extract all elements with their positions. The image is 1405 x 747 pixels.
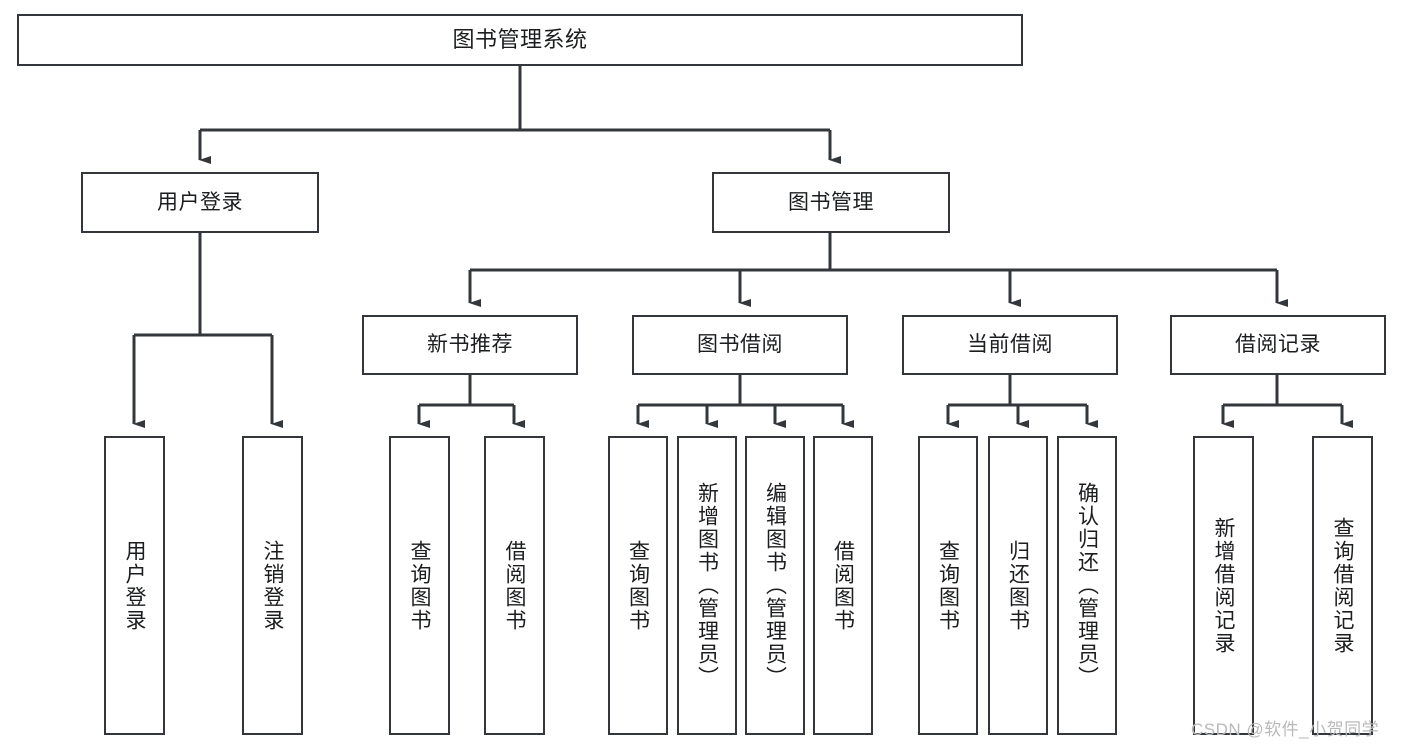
node-leaf-book-borrow-add[interactable]: 新增图书（管理员） bbox=[677, 436, 737, 735]
node-leaf-book-borrow-add-label: 新增图书（管理员） bbox=[695, 482, 719, 689]
node-leaf-borrow-record-add-label: 新增借阅记录 bbox=[1212, 516, 1235, 655]
node-leaf-current-borrow-return[interactable]: 归还图书 bbox=[988, 436, 1048, 735]
node-leaf-borrow-record-query[interactable]: 查询借阅记录 bbox=[1312, 436, 1373, 735]
node-leaf-book-borrow-query[interactable]: 查询图书 bbox=[608, 436, 668, 735]
node-leaf-current-borrow-return-label: 归还图书 bbox=[1006, 539, 1030, 632]
node-leaf-user-login-signout-label: 注销登录 bbox=[261, 539, 284, 632]
node-leaf-user-login-signout[interactable]: 注销登录 bbox=[242, 436, 303, 735]
node-borrow-record[interactable]: 借阅记录 bbox=[1170, 315, 1386, 375]
node-book-manage[interactable]: 图书管理 bbox=[712, 172, 950, 233]
node-book-borrow-label: 图书借阅 bbox=[697, 333, 783, 357]
node-leaf-new-book-query[interactable]: 查询图书 bbox=[389, 436, 450, 735]
node-leaf-book-borrow-lend-label: 借阅图书 bbox=[831, 539, 855, 632]
node-leaf-book-borrow-query-label: 查询图书 bbox=[626, 539, 650, 632]
node-leaf-book-borrow-edit[interactable]: 编辑图书（管理员） bbox=[745, 436, 805, 735]
node-leaf-book-borrow-edit-label: 编辑图书（管理员） bbox=[763, 482, 787, 689]
node-leaf-current-borrow-query-label: 查询图书 bbox=[936, 539, 960, 632]
node-leaf-borrow-record-add[interactable]: 新增借阅记录 bbox=[1193, 436, 1254, 735]
node-user-login-label: 用户登录 bbox=[157, 190, 243, 214]
node-leaf-current-borrow-query[interactable]: 查询图书 bbox=[918, 436, 978, 735]
node-new-book-recommend-label: 新书推荐 bbox=[427, 333, 513, 357]
node-leaf-borrow-record-query-label: 查询借阅记录 bbox=[1331, 516, 1354, 655]
node-leaf-new-book-borrow[interactable]: 借阅图书 bbox=[484, 436, 545, 735]
node-leaf-new-book-query-label: 查询图书 bbox=[408, 539, 431, 632]
node-leaf-book-borrow-lend[interactable]: 借阅图书 bbox=[813, 436, 873, 735]
node-leaf-current-borrow-confirm[interactable]: 确认归还（管理员） bbox=[1057, 436, 1117, 735]
node-book-manage-label: 图书管理 bbox=[788, 190, 874, 214]
node-current-borrow[interactable]: 当前借阅 bbox=[902, 315, 1118, 375]
node-book-borrow[interactable]: 图书借阅 bbox=[632, 315, 848, 375]
node-user-login[interactable]: 用户登录 bbox=[81, 172, 319, 233]
node-current-borrow-label: 当前借阅 bbox=[967, 333, 1053, 357]
node-root-system[interactable]: 图书管理系统 bbox=[17, 14, 1023, 66]
node-borrow-record-label: 借阅记录 bbox=[1235, 333, 1321, 357]
node-new-book-recommend[interactable]: 新书推荐 bbox=[362, 315, 578, 375]
node-leaf-user-login-signin-label: 用户登录 bbox=[123, 539, 146, 632]
node-leaf-new-book-borrow-label: 借阅图书 bbox=[503, 539, 526, 632]
node-leaf-current-borrow-confirm-label: 确认归还（管理员） bbox=[1075, 482, 1099, 689]
node-leaf-user-login-signin[interactable]: 用户登录 bbox=[104, 436, 165, 735]
node-root-system-label: 图书管理系统 bbox=[452, 26, 588, 52]
